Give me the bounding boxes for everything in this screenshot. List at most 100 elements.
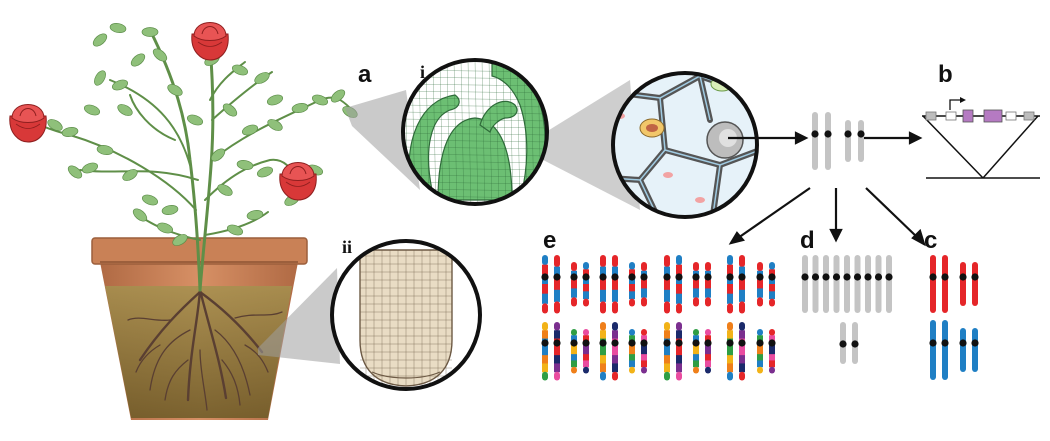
leaf-icon [121, 167, 139, 183]
centromere [875, 273, 882, 280]
chromosome [930, 320, 936, 380]
centromere [929, 339, 936, 346]
centromere [812, 273, 819, 280]
chromosome [583, 329, 589, 374]
leaf-icon [231, 63, 249, 77]
centromere [971, 273, 978, 280]
chromosome [542, 255, 548, 314]
chromosome [825, 112, 831, 170]
centromere [553, 339, 560, 346]
centromere [704, 339, 711, 346]
chromosome [612, 255, 618, 314]
chromosome [960, 262, 966, 306]
centromere [811, 130, 818, 137]
rose-flower-icon [192, 23, 228, 61]
chromosome [727, 322, 733, 381]
chromosome [769, 262, 775, 307]
leaf-icon [246, 209, 263, 221]
centromere [824, 130, 831, 137]
centromere [628, 273, 635, 280]
chromosome [972, 262, 978, 306]
leaf-icon [166, 82, 184, 98]
chromosome [823, 255, 829, 313]
centromere [541, 339, 548, 346]
chromosome [600, 255, 606, 314]
leaf-icon [161, 204, 178, 216]
leaf-icon [142, 28, 158, 37]
centromere [854, 273, 861, 280]
centromere [833, 273, 840, 280]
centromere [726, 339, 733, 346]
centromere [582, 273, 589, 280]
centromere [692, 339, 699, 346]
label-b: b [938, 61, 953, 88]
leaf-icon [66, 163, 84, 180]
chromosome [641, 262, 647, 307]
chromosome-set-e [541, 255, 775, 381]
leaf-icon [266, 117, 284, 133]
centromere [692, 273, 699, 280]
leaf-icon [241, 123, 259, 137]
centromere [941, 273, 948, 280]
chromosome [664, 255, 670, 314]
centromere [726, 273, 733, 280]
leaf-icon [129, 51, 147, 68]
centromere [959, 273, 966, 280]
chromosome [705, 262, 711, 307]
chromosome [612, 322, 618, 381]
chromosome [571, 262, 577, 307]
chromosome [960, 328, 966, 372]
stem [130, 95, 175, 140]
label-c: c [924, 227, 937, 254]
centromere [843, 273, 850, 280]
chromosome [727, 255, 733, 314]
centromere [929, 273, 936, 280]
chromosome [834, 255, 840, 313]
leaf-icon [111, 78, 129, 92]
centromere [857, 130, 864, 137]
chromosome [554, 322, 560, 381]
chromosome [757, 329, 763, 374]
chromosome [739, 322, 745, 381]
centromere [553, 273, 560, 280]
chromosome [865, 255, 871, 313]
centromere [582, 339, 589, 346]
chromosome [802, 255, 808, 313]
chromosome [641, 329, 647, 374]
centromere [959, 339, 966, 346]
centromere [738, 273, 745, 280]
centromere [756, 339, 763, 346]
chromosome [705, 329, 711, 374]
leaf-icon [116, 102, 134, 118]
centromere [628, 339, 635, 346]
centromere [971, 339, 978, 346]
chromosome [693, 262, 699, 307]
label-d: d [800, 227, 815, 254]
centromere [640, 273, 647, 280]
chromosome [942, 255, 948, 313]
leaf-icon [311, 93, 329, 107]
shoot-meristem-icon [400, 60, 550, 210]
chromosome [693, 329, 699, 374]
chromosome [972, 328, 978, 372]
centromere [756, 273, 763, 280]
centromere [822, 273, 829, 280]
chromosome [571, 329, 577, 374]
leaf-icon [256, 165, 274, 179]
chromosome [845, 120, 851, 162]
centromere [675, 273, 682, 280]
chromosome [855, 255, 861, 313]
gene-construct-icon [922, 97, 1040, 178]
centromere [864, 273, 871, 280]
chromosome [930, 255, 936, 313]
chromosome [739, 255, 745, 314]
leaf-icon [109, 22, 126, 34]
centromere [570, 273, 577, 280]
chromosome-set-source [811, 112, 864, 170]
leaf-icon [236, 159, 253, 171]
rose-flower-icon [10, 105, 46, 143]
centromere [704, 273, 711, 280]
label-ii: ii [342, 237, 352, 257]
centromere [611, 339, 618, 346]
